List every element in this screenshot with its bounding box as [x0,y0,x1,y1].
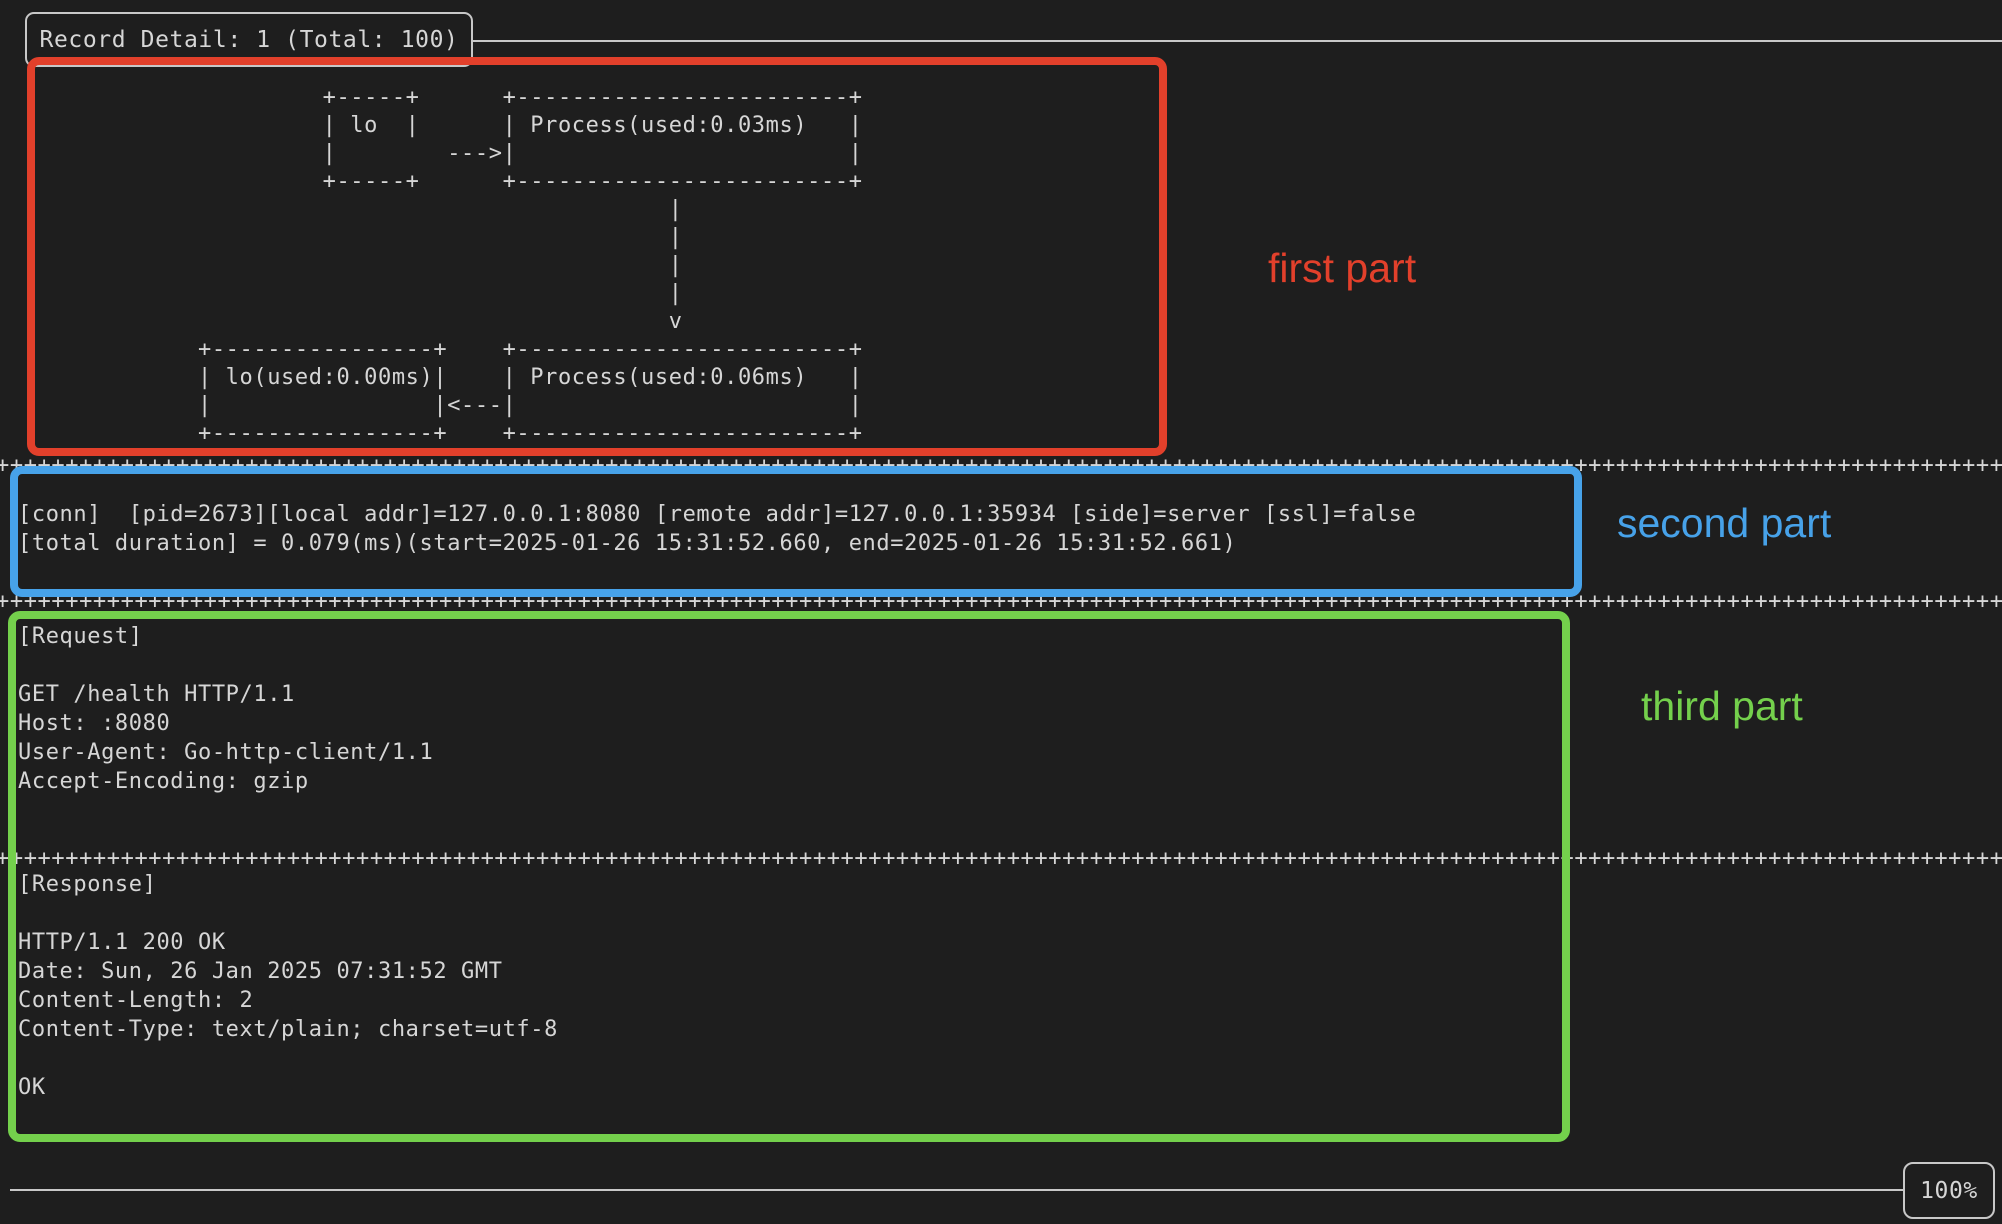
separator-row-2: ++++++++++++++++++++++++++++++++++++++++… [0,589,2002,614]
flow-diagram-ascii: +-----+ +------------------------+ | lo … [197,85,863,446]
window-bottom-border [10,1189,1910,1191]
connection-info-text: [conn] [pid=2673][local addr]=127.0.0.1:… [18,502,1417,556]
first-part-label: first part [1268,245,1417,291]
zoom-indicator-value: 100% [1920,1177,1978,1204]
response-section-text: [Response] HTTP/1.1 200 OK Date: Sun, 26… [18,872,558,1100]
second-part-label: second part [1617,500,1832,546]
window-title: Record Detail: 1 (Total: 100) [39,26,459,53]
request-section-text: [Request] GET /health HTTP/1.1 Host: :80… [18,624,434,794]
third-part-label: third part [1641,683,1803,729]
zoom-indicator-badge: 100% [1903,1162,1995,1219]
separator-row-3: ++++++++++++++++++++++++++++++++++++++++… [0,846,2002,871]
window-top-border [468,40,2002,42]
window-title-box: Record Detail: 1 (Total: 100) [25,12,473,67]
separator-row-1: ++++++++++++++++++++++++++++++++++++++++… [0,453,2002,478]
